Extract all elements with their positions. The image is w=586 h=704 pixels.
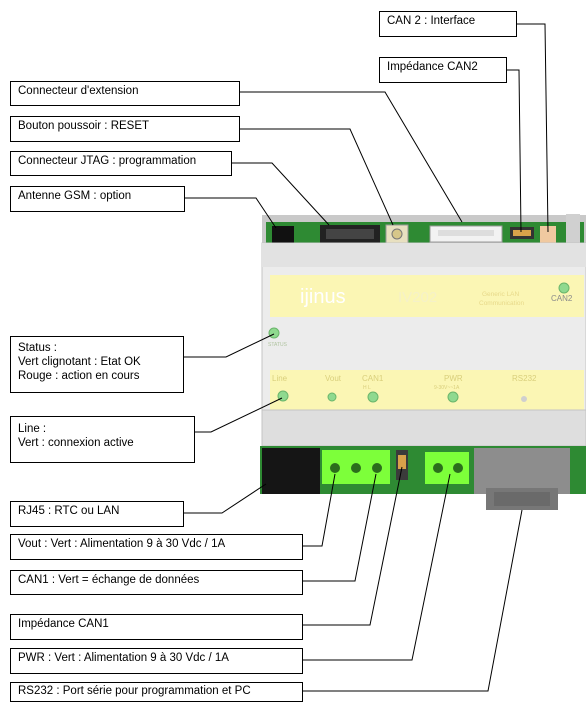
can1-pins-text: H L [363, 385, 371, 391]
leader-impedance-can2 [507, 69, 522, 233]
can1-led [367, 391, 379, 403]
led-panel [270, 370, 584, 410]
label-can2-interface: CAN 2 : Interface [379, 11, 517, 37]
device-model: IV202 [398, 289, 437, 306]
rj45-connector [262, 448, 320, 494]
label-line: Line : Vert : connexion active [10, 416, 195, 463]
label-extension-connector: Connecteur d'extension [10, 81, 240, 106]
leader-rj45 [184, 483, 267, 514]
label-impedance-can1: Impédance CAN1 [10, 614, 303, 640]
status-led [268, 327, 280, 339]
label-status: Status : Vert clignotant : Etat OK Rouge… [10, 336, 184, 393]
line-text: Line [272, 374, 288, 383]
label-pwr: PWR : Vert : Alimentation 9 à 30 Vdc / 1… [10, 648, 303, 674]
leader-impedance-can1 [303, 466, 403, 626]
leader-vout [303, 473, 336, 547]
leader-gsm-antenna [185, 197, 277, 229]
top-pcb [266, 222, 584, 244]
label-jtag-connector: Connecteur JTAG : programmation [10, 151, 232, 176]
leader-can2-interface [517, 23, 549, 233]
rs232-text: RS232 [512, 374, 537, 383]
label-rj45: RJ45 : RTC ou LAN [10, 501, 184, 527]
label-can1: CAN1 : Vert = échange de données [10, 570, 303, 595]
pwr-text: PWR [444, 374, 463, 383]
pwr-sub-text: 9-30V~~1A [434, 385, 460, 391]
vout-led [327, 392, 337, 402]
label-rs232: RS232 : Port série pour programmation et… [10, 682, 303, 702]
can1-text: CAN1 [362, 374, 384, 383]
label-vout: Vout : Vert : Alimentation 9 à 30 Vdc / … [10, 534, 303, 560]
leader-extension-connector [240, 91, 463, 223]
leader-status [184, 333, 275, 358]
rs232-led [521, 396, 527, 402]
label-gsm-antenna: Antenne GSM : option [10, 186, 185, 212]
pwr-led [447, 391, 459, 403]
device-illustration [260, 214, 586, 510]
leader-lines [184, 23, 549, 692]
label-impedance-can2: Impédance CAN2 [379, 57, 507, 83]
label-reset-button: Bouton poussoir : RESET [10, 116, 240, 142]
leader-pwr [303, 473, 451, 661]
can2-led [558, 282, 570, 294]
can2-text: CAN2 [551, 294, 573, 303]
top-label-panel [270, 275, 584, 317]
vout-text: Vout [325, 374, 342, 383]
can2-connector [540, 226, 556, 243]
status-small-text: STATUS [268, 342, 288, 348]
rs232-connector [474, 448, 570, 494]
device-logo: ijinus [300, 286, 346, 308]
leader-rs232 [303, 509, 523, 692]
leader-can1 [303, 473, 377, 582]
leader-line [195, 397, 283, 433]
leader-reset-button [240, 128, 394, 226]
gsm-antenna-connector [272, 226, 294, 244]
device-tagline-1: Generic LAN [482, 291, 520, 298]
leader-jtag-connector [232, 162, 330, 226]
device-tagline-2: Communication [479, 300, 525, 307]
